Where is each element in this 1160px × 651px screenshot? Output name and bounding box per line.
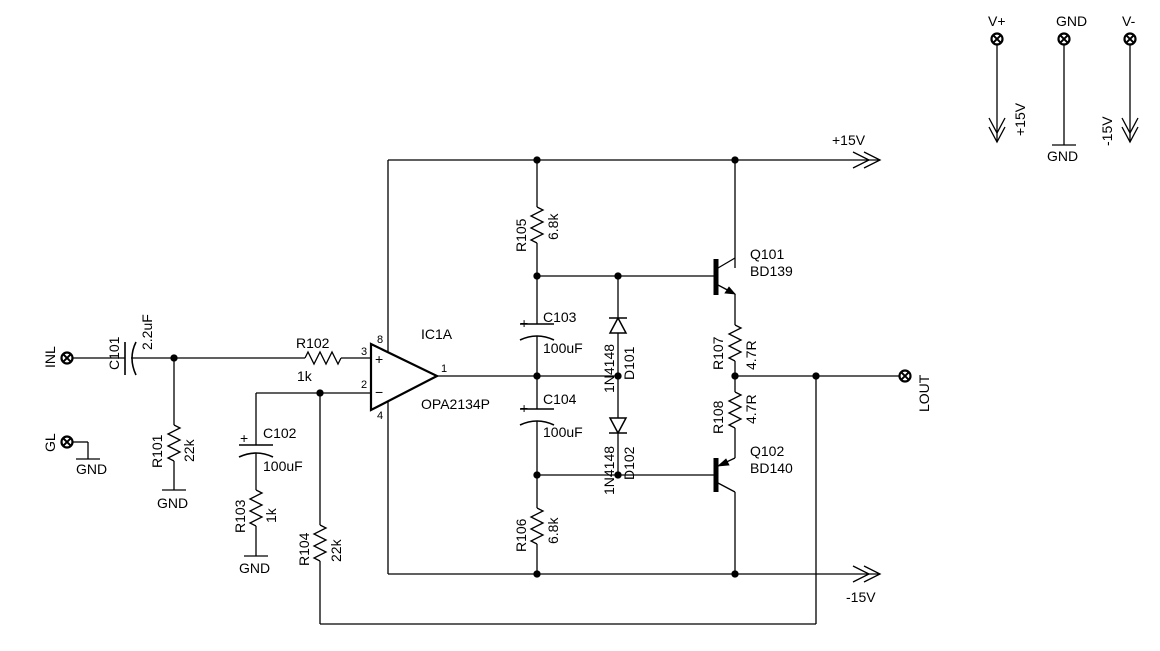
r106-value: 6.8k xyxy=(545,517,561,544)
q101-ref: Q101 xyxy=(750,246,784,262)
opamp-pin4: 4 xyxy=(377,410,383,422)
r103-gnd-label: GND xyxy=(239,560,270,576)
opamp-part: OPA2134P xyxy=(421,396,490,412)
resistor-r102: R102 1k xyxy=(296,335,371,384)
c101-ref: C101 xyxy=(106,336,122,370)
r108-ref: R108 xyxy=(710,400,726,434)
r105-ref: R105 xyxy=(513,218,529,252)
c104-value: 100uF xyxy=(543,424,583,440)
ground-connector-gl: GL GND xyxy=(42,433,107,477)
vplus-terminal xyxy=(990,32,1004,46)
resistor-r106: R106 6.8k xyxy=(513,507,561,578)
q102-value: BD140 xyxy=(750,460,793,476)
r103-ref: R103 xyxy=(232,499,248,533)
opamp-plus-sign: + xyxy=(375,351,383,367)
q102-ref: Q102 xyxy=(750,443,784,459)
resistor-r104: R104 22k xyxy=(296,393,816,625)
r104-value: 22k xyxy=(328,538,344,562)
d101-value: 1N4148 xyxy=(601,344,617,393)
opamp-minus-sign: − xyxy=(375,384,383,400)
d102-ref: D102 xyxy=(621,446,637,480)
plus15-rail-label: +15V xyxy=(832,132,866,148)
diode-d101: 1N4148 D101 xyxy=(601,276,637,393)
supply-vplus: V+ +15V xyxy=(988,13,1028,144)
c103-polarity: + xyxy=(520,315,528,331)
resistor-r108: R108 4.7R xyxy=(710,391,759,458)
r101-value: 22k xyxy=(181,438,197,462)
output-connector-lout: LOUT xyxy=(735,369,932,624)
r107-ref: R107 xyxy=(710,336,726,370)
c102-polarity: + xyxy=(240,430,248,446)
supply-vminus: V- -15V xyxy=(1099,13,1139,146)
opamp-ic1a: + − 3 2 1 8 4 IC1A OPA2134P xyxy=(361,160,490,574)
vplus-label: V+ xyxy=(988,13,1006,29)
q101-value: BD139 xyxy=(750,263,793,279)
c104-ref: C104 xyxy=(543,391,577,407)
input-connector-inl: INL xyxy=(42,346,125,368)
r104-ref: R104 xyxy=(296,532,312,566)
r107-value: 4.7R xyxy=(743,340,759,370)
c103-value: 100uF xyxy=(543,340,583,356)
gl-gnd-label: GND xyxy=(76,461,107,477)
diode-d102: 1N4148 D102 xyxy=(601,376,637,495)
resistor-r107: R107 4.7R xyxy=(710,324,759,392)
transistor-q101: Q101 BD139 xyxy=(713,156,793,325)
opamp-ref: IC1A xyxy=(421,326,453,342)
supply-gnd: GND GND xyxy=(1047,13,1087,164)
r108-value: 4.7R xyxy=(743,394,759,424)
capacitor-c103: + C103 100uF xyxy=(519,309,583,376)
c101-value: 2.2uF xyxy=(139,314,155,350)
r103-value: 1k xyxy=(263,507,279,523)
resistor-r101: GND R101 22k xyxy=(149,424,197,511)
c104-polarity: + xyxy=(520,400,528,416)
c102-value: 100uF xyxy=(263,458,303,474)
vminus-terminal xyxy=(1123,32,1137,46)
positive-rail: +15V xyxy=(388,132,882,169)
opamp-pin8: 8 xyxy=(377,334,383,346)
r106-ref: R106 xyxy=(513,518,529,552)
c102-ref: C102 xyxy=(263,425,297,441)
r102-ref: R102 xyxy=(296,335,330,351)
r101-gnd-label: GND xyxy=(157,495,188,511)
d101-ref: D101 xyxy=(621,346,637,380)
r101-ref: R101 xyxy=(149,434,165,468)
opamp-pin1: 1 xyxy=(441,363,447,375)
resistor-r105: R105 6.8k xyxy=(513,156,561,324)
inl-label: INL xyxy=(42,346,58,368)
gnd-symbol-label: GND xyxy=(1047,148,1078,164)
capacitor-c104: + C104 100uF xyxy=(519,376,583,508)
opamp-output-wiring xyxy=(437,372,622,380)
capacitor-c101: C101 2.2uF xyxy=(106,314,174,376)
vminus-rail-label: -15V xyxy=(1099,116,1115,146)
r102-value: 1k xyxy=(297,368,313,384)
capacitor-c102: + C102 100uF xyxy=(238,425,303,490)
gnd-label: GND xyxy=(1056,13,1087,29)
negative-rail: -15V xyxy=(388,565,882,605)
resistor-r103: GND R103 1k xyxy=(232,489,279,576)
r105-value: 6.8k xyxy=(545,213,561,240)
input-node-wiring xyxy=(170,354,305,425)
lout-label: LOUT xyxy=(916,374,932,412)
opamp-pin3: 3 xyxy=(361,346,367,358)
gl-label: GL xyxy=(42,433,58,452)
transistor-q102: Q102 BD140 xyxy=(713,443,793,578)
vminus-label: V- xyxy=(1122,13,1136,29)
vplus-rail-label: +15V xyxy=(1012,102,1028,136)
c103-ref: C103 xyxy=(543,309,577,325)
minus15-rail-label: -15V xyxy=(846,589,876,605)
opamp-pin2: 2 xyxy=(361,379,367,391)
d102-value: 1N4148 xyxy=(601,446,617,495)
gnd-terminal xyxy=(1057,32,1071,46)
